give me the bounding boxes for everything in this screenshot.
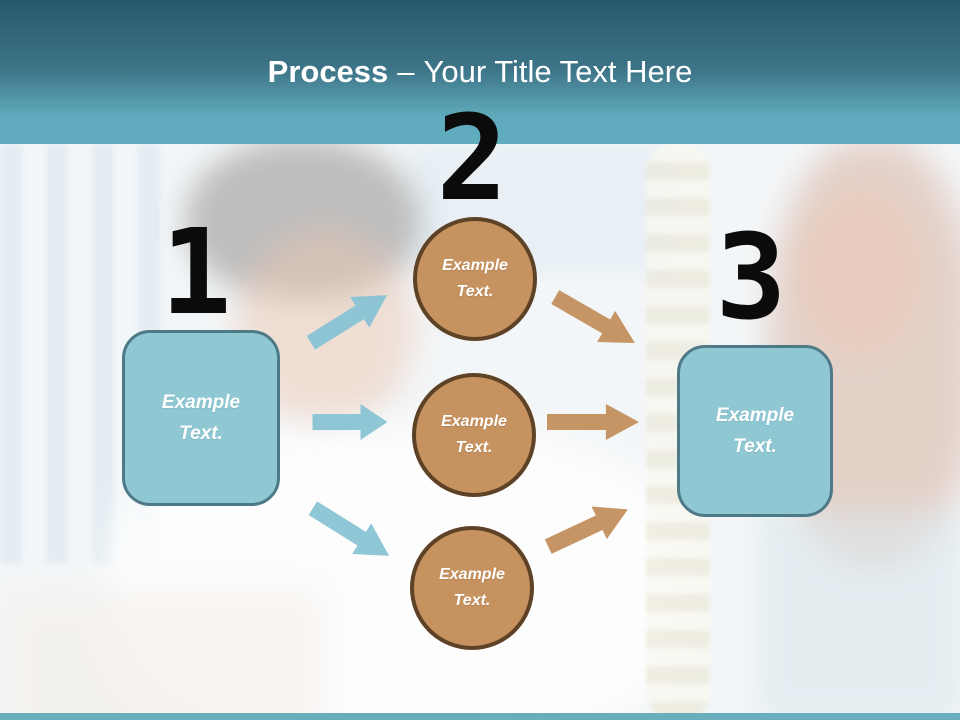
orange-arrow-up-right-icon	[541, 493, 636, 563]
circle-top: Example Text.	[413, 217, 537, 341]
orange-arrow-down-right-icon	[546, 281, 644, 358]
blue-arrow-down-right-icon	[303, 493, 398, 571]
slide-header: Process–Your Title Text Here	[0, 0, 960, 144]
bottom-accent-bar	[0, 713, 960, 720]
photo-woman-face	[798, 190, 923, 355]
orange-arrow-right-icon	[547, 404, 639, 440]
circle-middle: Example Text.	[412, 373, 536, 497]
step-number-1: 1	[160, 203, 232, 341]
blue-arrow-right-icon	[312, 404, 388, 440]
blue-arrow-up-right-icon	[301, 280, 396, 358]
circle-top-label: Example Text.	[442, 257, 508, 300]
circle-bottom: Example Text.	[410, 526, 534, 650]
circle-middle-label: Example Text.	[441, 413, 507, 456]
step1-text-label: Example Text.	[161, 391, 241, 444]
slide-title-rest: Your Title Text Here	[423, 54, 693, 89]
circle-bottom-label: Example Text.	[439, 566, 505, 609]
slide-title-separator: –	[397, 54, 415, 89]
step3-text-box: Example Text.	[677, 345, 833, 517]
slide-title: Process–Your Title Text Here	[268, 0, 693, 87]
step-number-3: 3	[715, 208, 787, 346]
step3-text-label: Example Text.	[715, 404, 795, 457]
photo-arm	[0, 590, 320, 720]
step1-text-box: Example Text.	[122, 330, 280, 506]
photo-right-tint	[755, 510, 960, 720]
slide-title-bold: Process	[267, 54, 389, 89]
step-number-2: 2	[436, 89, 508, 227]
